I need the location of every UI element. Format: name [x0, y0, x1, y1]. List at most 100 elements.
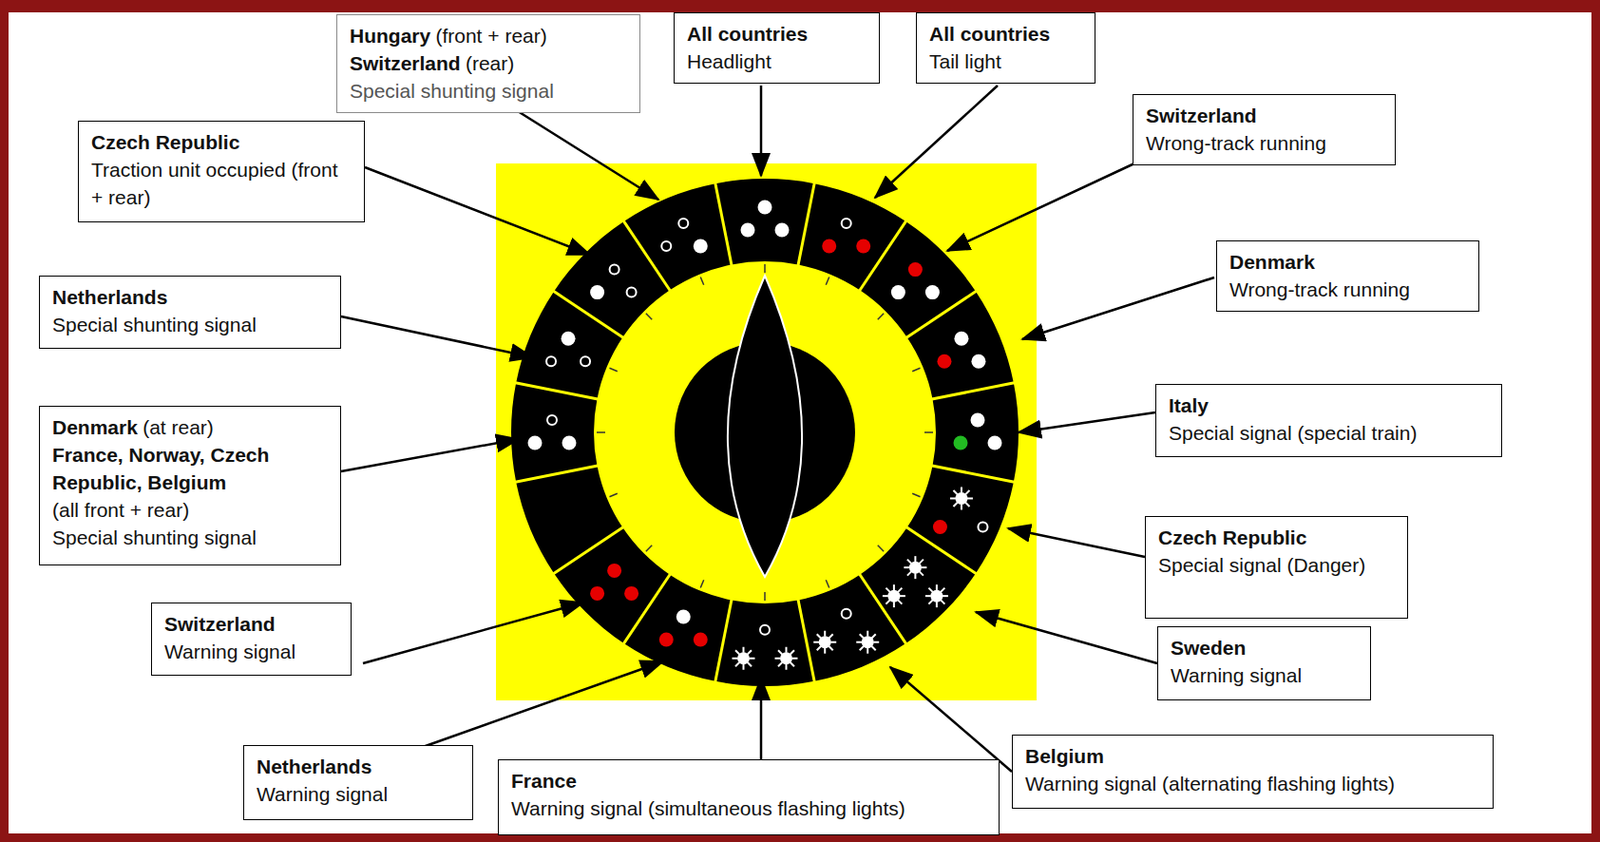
- flash-ray: [885, 599, 890, 604]
- signal-description: Special shunting signal: [52, 313, 257, 336]
- lamp-lit: [908, 262, 923, 277]
- flash-ray: [735, 649, 740, 654]
- text-line: Wrong-track running: [1145, 129, 1383, 157]
- flash-ray: [940, 588, 945, 592]
- country-label: France, Norway, Czech Republic, Belgium: [52, 443, 269, 494]
- lamp-dimmed: [546, 356, 556, 366]
- lamp-lit: [528, 436, 543, 451]
- signal-description: Warning signal (simultaneous flashing li…: [511, 797, 906, 820]
- text-line: Warning signal: [164, 637, 339, 666]
- segment-divider: [552, 290, 625, 340]
- country-label: Switzerland: [349, 52, 461, 75]
- lamp-lit: [693, 631, 708, 647]
- lamp-flashing: [909, 561, 922, 574]
- leader-arrow: [875, 85, 998, 198]
- signal-description: Special shunting signal: [52, 526, 257, 549]
- leader-arrow: [975, 611, 1158, 664]
- flash-ray: [960, 503, 963, 510]
- leader-arrow: [947, 163, 1135, 251]
- flash-ray: [935, 584, 938, 591]
- lamp-lit: [891, 285, 906, 300]
- signal-description: (all front + rear): [52, 498, 190, 521]
- callout-box: NetherlandsSpecial shunting signal: [38, 275, 342, 349]
- flash-ray: [785, 664, 788, 670]
- text-line: Tail light: [929, 47, 1083, 76]
- callout-box: Hungary(front + rear)Switzerland(rear)Sp…: [336, 14, 641, 114]
- flash-ray: [742, 647, 745, 653]
- leader-arrow: [1018, 412, 1156, 433]
- signal-description: Wrong-track running: [1145, 132, 1327, 154]
- callout-box: Czech RepublicSpecial signal (Danger): [1144, 515, 1409, 619]
- signal-description: Traction unit occupied (front + rear): [91, 158, 339, 209]
- flash-ray: [907, 571, 912, 575]
- lamp-flashing: [737, 651, 750, 665]
- lamp-lit: [971, 413, 986, 428]
- text-line: Belgium: [1025, 742, 1481, 770]
- lamp-lit: [933, 519, 948, 534]
- text-line: France, Norway, Czech Republic, Belgium: [52, 440, 328, 496]
- lamp-lit: [775, 223, 790, 238]
- flash-ray: [778, 649, 782, 654]
- text-line: Italy: [1168, 391, 1489, 420]
- country-label: Netherlands: [52, 285, 168, 308]
- flash-ray: [942, 594, 949, 597]
- country-label: Switzerland: [164, 612, 276, 635]
- lamp-dimmed: [580, 356, 591, 366]
- lamp-lit: [624, 586, 639, 601]
- flash-ray: [828, 646, 833, 650]
- position-tick: [700, 579, 704, 588]
- position-tick: [912, 367, 920, 371]
- flash-ray: [792, 657, 799, 660]
- text-line: Wrong-track running: [1229, 275, 1467, 304]
- segment-divider: [931, 382, 1016, 400]
- country-label: All countries: [929, 22, 1050, 45]
- flash-ray: [919, 559, 924, 564]
- flash-ray: [885, 588, 890, 592]
- lamp-dimmed: [977, 521, 988, 532]
- text-line: Czech Republic: [1158, 523, 1395, 552]
- position-tick: [825, 579, 829, 588]
- signal-description: Warning signal: [164, 640, 296, 663]
- flash-ray: [775, 657, 781, 660]
- flash-ray: [935, 601, 938, 608]
- flash-ray: [747, 662, 752, 667]
- callout-box: BelgiumWarning signal (alternating flash…: [1011, 734, 1494, 809]
- leader-arrow: [341, 438, 519, 472]
- flash-ray: [903, 566, 910, 569]
- country-label: Denmark: [52, 416, 138, 439]
- signal-description: (at rear): [142, 416, 214, 439]
- flash-ray: [871, 646, 876, 650]
- flash-ray: [960, 486, 963, 493]
- text-line: Traction unit occupied (front + rear): [91, 155, 352, 211]
- knob-pointer: [727, 275, 802, 577]
- text-line: Switzerland(rear): [349, 49, 628, 77]
- signal-description: Headlight: [686, 50, 772, 73]
- flash-ray: [899, 594, 906, 597]
- callout-box: SwedenWarning signal: [1157, 626, 1372, 701]
- callout-box: SwitzerlandWrong-track running: [1132, 94, 1396, 166]
- flash-ray: [735, 662, 740, 667]
- text-line: (all front + rear): [52, 495, 328, 524]
- country-label: Netherlands: [256, 755, 372, 778]
- callout-box: SwitzerlandWarning signal: [151, 602, 352, 676]
- flash-ray: [925, 594, 932, 597]
- position-tick: [763, 591, 766, 601]
- flash-ray: [873, 641, 879, 644]
- position-tick: [609, 493, 617, 496]
- lamp-lit: [936, 354, 952, 369]
- lamp-flashing: [819, 635, 832, 648]
- flash-ray: [950, 496, 956, 499]
- country-label: Hungary: [349, 24, 431, 47]
- text-line: Switzerland: [1145, 101, 1383, 130]
- lamp-lit: [590, 285, 605, 300]
- text-line: Special signal (special train): [1168, 419, 1489, 447]
- country-label: Switzerland: [1145, 104, 1258, 127]
- flash-ray: [914, 555, 916, 562]
- flash-ray: [828, 633, 833, 638]
- text-line: Switzerland: [164, 609, 339, 638]
- position-tick: [700, 276, 704, 285]
- country-label: Sweden: [1170, 636, 1246, 659]
- lamp-dimmed: [678, 218, 688, 229]
- lamp-dimmed: [841, 218, 852, 229]
- text-line: Denmark(at rear): [52, 413, 328, 441]
